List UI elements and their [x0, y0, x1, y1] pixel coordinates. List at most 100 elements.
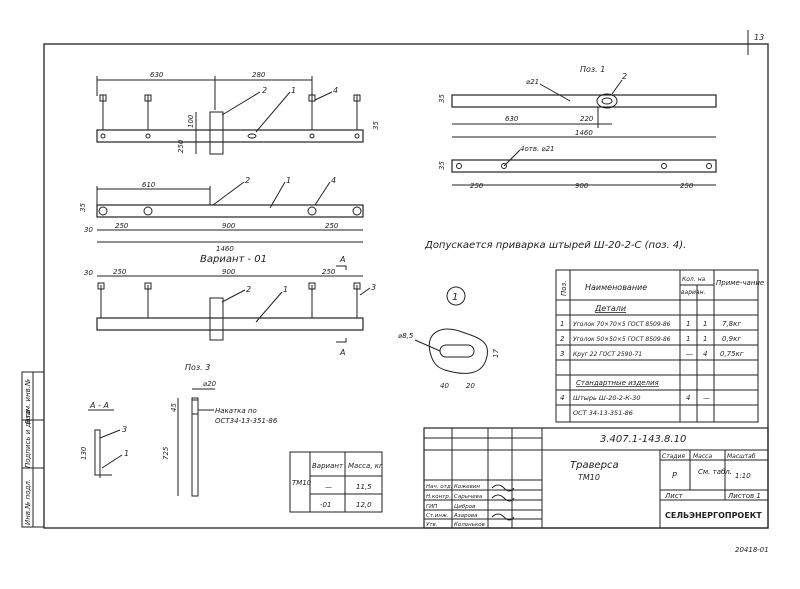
strip-label-3: Инв.№ подл. — [24, 479, 32, 525]
detail-dim-1: ⌀8,5 — [398, 332, 414, 340]
poz1-dim-35b: 35 — [438, 161, 446, 170]
mass-ref: См. табл. — [698, 468, 732, 476]
section-aa-title: А - А — [89, 401, 109, 410]
item-name: Траверса — [570, 460, 619, 471]
var-dim-900: 900 — [222, 268, 236, 276]
detail-dim-2: 40 — [440, 382, 449, 390]
signer-role-4: Ст.инж. — [426, 513, 449, 519]
signer-name-5: Колоньков — [454, 522, 485, 528]
mass-val-1: 11,5 — [356, 483, 372, 491]
spec-r1-note: 7,8кг — [722, 320, 741, 328]
poz3-note-1: Накатка по — [215, 407, 257, 415]
title-block: 3.407.1-143.8.10 Траверса ТМ10 Стадия Ма… — [423, 427, 769, 529]
cut-label-top: А — [339, 255, 345, 264]
dim-630: 630 — [150, 71, 164, 79]
mass-hdr: Масса — [693, 453, 712, 460]
var-dim-250a: 250 — [113, 268, 127, 276]
mass-hdr-mass: Масса, кг — [348, 462, 383, 470]
strip-label-1: Взам. инв.№ — [24, 379, 32, 424]
poz1-dim-900: 900 — [575, 182, 589, 190]
signer-name-3: Цибров — [454, 504, 475, 510]
spec-hdr-note: Приме-чание — [716, 279, 764, 287]
weld-note: Допускается приварка штырей Ш-20-2-С (по… — [424, 240, 686, 251]
sheets-label: Листов 1 — [727, 492, 761, 500]
signer-role-2: Н.контр. — [426, 494, 451, 500]
detail-dim-4: 17 — [492, 349, 500, 358]
detail-dim-3: 20 — [466, 382, 475, 390]
aa-callout-3: 3 — [122, 425, 127, 434]
poz3-dim-45: 45 — [170, 403, 178, 412]
signer-role-3: ГИП — [426, 504, 437, 510]
variant-view: 30 250 900 250 2 1 3 А А — [84, 255, 376, 357]
mass-hdr-variant: Вариант — [312, 462, 344, 470]
poz1-dim-220: 220 — [580, 115, 594, 123]
spec-r2-poz: 2 — [560, 335, 565, 343]
signer-role-1: Нач. отд. — [426, 484, 453, 490]
sheet-label: Лист — [664, 492, 684, 500]
callout-2-plan: 2 — [245, 176, 250, 185]
strip-label-2: Подпись и дата — [24, 410, 32, 468]
signer-name-1: Кожевин — [454, 484, 480, 490]
callout-1: 1 — [291, 86, 296, 95]
dim-1460: 1460 — [216, 245, 234, 253]
dim-250a: 250 — [115, 222, 129, 230]
cut-label-bottom: А — [339, 348, 345, 357]
detail-number: 1 — [452, 292, 458, 303]
spec-section-std: Стандартные изделия — [576, 379, 659, 387]
poz1-dim-1460: 1460 — [575, 129, 593, 137]
spec-r1-q2: 1 — [703, 320, 707, 328]
spec-r3-note: 0,75кг — [720, 350, 744, 358]
left-stamp-strip: Взам. инв.№ Подпись и дата Инв.№ подл. — [21, 371, 45, 528]
callout-4-plan: 4 — [331, 176, 336, 185]
callout-4: 4 — [333, 86, 338, 95]
dim-35: 35 — [372, 121, 380, 130]
scale-value: 1:10 — [735, 472, 751, 480]
sheet-number: 13 — [754, 33, 764, 42]
spec-r1-name: Уголок 70×70×5 ГОСТ 8509-86 — [573, 321, 671, 328]
dim-250: 250 — [177, 139, 185, 153]
org-name: СЕЛЬЭНЕРГОПРОЕКТ — [665, 511, 762, 520]
dim-35-plan: 35 — [79, 203, 87, 212]
dim-100: 100 — [187, 114, 195, 128]
dim-610: 610 — [142, 181, 156, 189]
var-dim-30: 30 — [84, 269, 93, 277]
poz1-dim-250b: 250 — [680, 182, 694, 190]
poz1-view: 2 ⌀21 630 220 1460 35 4отв. ⌀21 250 900 … — [438, 72, 717, 190]
callout-2: 2 — [262, 86, 267, 95]
spec-r1-q1: 1 — [686, 320, 690, 328]
poz3-title: Поз. 3 — [185, 363, 210, 372]
aa-dim-130: 130 — [80, 446, 88, 460]
footer-stamp: 20418-01 — [735, 546, 769, 554]
poz1-callout: 2 — [622, 72, 627, 81]
spec-section-parts: Детали — [594, 304, 626, 313]
spec-r3-q2: 4 — [703, 350, 707, 358]
spec-hdr-qty: Кол. на — [682, 276, 706, 283]
poz1-holes: 4отв. ⌀21 — [520, 145, 555, 153]
spec-r3-poz: 3 — [560, 350, 564, 358]
signer-name-4: Азарова — [453, 513, 478, 519]
spec-r4-poz: 4 — [560, 394, 564, 402]
stage-hdr: Стадия — [662, 453, 685, 460]
detail-slot: 1 ⌀8,5 40 20 17 — [398, 286, 500, 390]
aa-callout-1: 1 — [124, 449, 129, 458]
spec-r2-name: Уголок 50×50×5 ГОСТ 8509-86 — [573, 336, 671, 343]
mass-var-2: -01 — [320, 501, 331, 509]
var-callout-2: 2 — [246, 285, 251, 294]
spec-hdr-poz: Поз. — [560, 281, 568, 297]
doc-code: 3.407.1-143.8.10 — [600, 434, 686, 445]
dim-900: 900 — [222, 222, 236, 230]
main-view: 630 280 100 250 35 2 1 4 — [96, 71, 380, 155]
spec-r5-name: ОСТ 34-13-351-86 — [573, 409, 633, 417]
var-dim-250b: 250 — [322, 268, 336, 276]
signature-1 — [491, 484, 515, 492]
spec-hdr-name: Наименование — [585, 283, 647, 292]
spec-r2-q2: 1 — [703, 335, 707, 343]
sheet-frame — [43, 43, 769, 529]
poz1-slot: ⌀21 — [526, 78, 539, 86]
mass-val-2: 12,0 — [356, 501, 372, 509]
signer-name-2: Сарычева — [454, 494, 483, 500]
variant-title: Вариант - 01 — [200, 254, 267, 265]
dim-280: 280 — [252, 71, 266, 79]
plan-view: 610 30 250 900 250 1460 35 2 1 4 — [79, 176, 364, 253]
